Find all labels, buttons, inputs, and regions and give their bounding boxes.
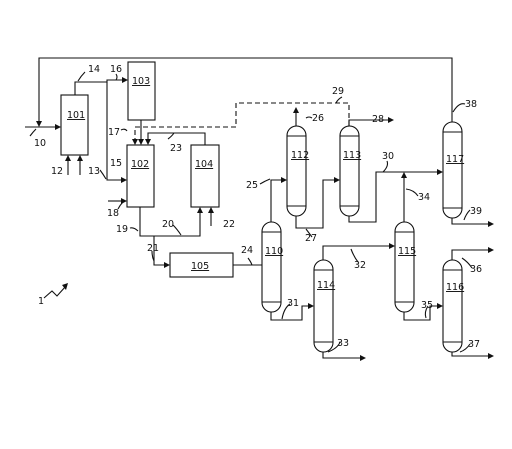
label-30: 30 bbox=[382, 151, 394, 162]
unit-103: 103 bbox=[127, 61, 156, 121]
label-33: 33 bbox=[337, 338, 349, 349]
label-25: 25 bbox=[246, 180, 258, 191]
column-110: 110 bbox=[261, 221, 283, 313]
label-16: 16 bbox=[110, 64, 122, 75]
svg-text:105: 105 bbox=[191, 261, 209, 272]
svg-text:114: 114 bbox=[317, 280, 335, 291]
label-26: 26 bbox=[312, 113, 324, 124]
label-12: 12 bbox=[51, 166, 63, 177]
label-21: 21 bbox=[147, 243, 159, 254]
label-38: 38 bbox=[465, 99, 477, 110]
label-14: 14 bbox=[88, 64, 100, 75]
label-39: 39 bbox=[470, 206, 482, 217]
label-27: 27 bbox=[305, 233, 317, 244]
svg-text:112: 112 bbox=[291, 150, 309, 161]
column-117: 117 bbox=[442, 121, 464, 219]
label-13: 13 bbox=[88, 166, 100, 177]
leader-lines bbox=[29, 71, 473, 353]
svg-text:115: 115 bbox=[398, 246, 416, 257]
unit-102: 102 bbox=[126, 144, 155, 208]
svg-text:103: 103 bbox=[132, 76, 150, 87]
label-24: 24 bbox=[241, 245, 253, 256]
label-17: 17 bbox=[108, 127, 120, 138]
svg-text:117: 117 bbox=[446, 154, 464, 165]
svg-text:104: 104 bbox=[195, 159, 213, 170]
svg-text:113: 113 bbox=[343, 150, 361, 161]
column-113: 113 bbox=[339, 125, 361, 217]
label-18: 18 bbox=[107, 208, 119, 219]
column-116: 116 bbox=[442, 259, 464, 353]
label-29: 29 bbox=[332, 86, 344, 97]
column-115: 115 bbox=[394, 221, 416, 313]
svg-text:102: 102 bbox=[131, 159, 149, 170]
label-22: 22 bbox=[223, 219, 235, 230]
piping bbox=[25, 57, 494, 361]
label-28: 28 bbox=[372, 114, 384, 125]
label-34: 34 bbox=[418, 192, 430, 203]
stream-labels: 10 12 13 14 16 17 15 18 19 20 21 22 23 2… bbox=[34, 64, 482, 350]
label-15: 15 bbox=[110, 158, 122, 169]
svg-text:116: 116 bbox=[446, 282, 464, 293]
svg-text:110: 110 bbox=[265, 246, 283, 257]
svg-text:101: 101 bbox=[67, 110, 85, 121]
column-114: 114 bbox=[313, 259, 335, 353]
label-35: 35 bbox=[421, 300, 433, 311]
label-23: 23 bbox=[170, 143, 182, 154]
label-19: 19 bbox=[116, 224, 128, 235]
label-31: 31 bbox=[287, 298, 299, 309]
label-36: 36 bbox=[470, 264, 482, 275]
unit-105: 105 bbox=[169, 252, 234, 278]
column-112: 112 bbox=[286, 125, 309, 217]
label-37: 37 bbox=[468, 339, 480, 350]
unit-101: 101 bbox=[60, 94, 89, 156]
label-32: 32 bbox=[354, 260, 366, 271]
label-10: 10 bbox=[34, 138, 46, 149]
figure-ref-label: 1 bbox=[38, 296, 44, 307]
label-20: 20 bbox=[162, 219, 174, 230]
unit-104: 104 bbox=[190, 144, 220, 208]
